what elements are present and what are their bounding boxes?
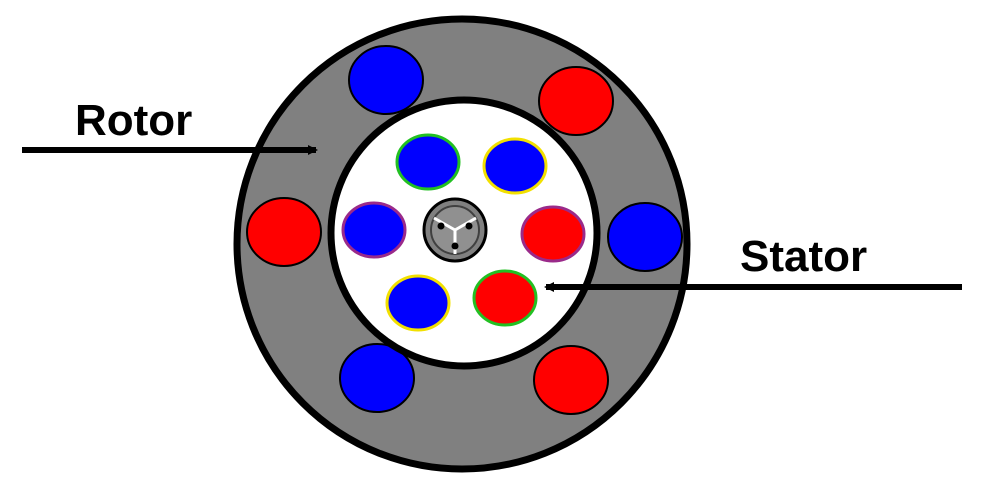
rotor-magnet-blue [348,45,424,115]
shaft-hole [465,222,473,230]
stator-label: Stator [740,232,867,281]
rotor-magnets [246,45,683,415]
shaft-divider [454,216,477,232]
rotor-magnet-red [538,66,614,136]
rotor-magnet-red [246,197,322,267]
rotor-magnet-red [533,345,609,415]
stator-coil-red [520,205,586,263]
stator-coil-blue [482,137,548,195]
stator-coil-red [472,269,538,327]
stator-coil-blue [395,133,461,191]
shaft [422,197,488,263]
shaft-hole [437,222,445,230]
rotor-magnet-blue [339,343,415,413]
rotor-label: Rotor [75,96,192,145]
shaft-hole [451,242,459,250]
rotor-magnet-blue [607,202,683,272]
stator-coil-blue [341,201,407,259]
stator-coil-blue [385,274,451,332]
stator-coils [341,133,586,332]
shaft-divider [433,216,456,232]
